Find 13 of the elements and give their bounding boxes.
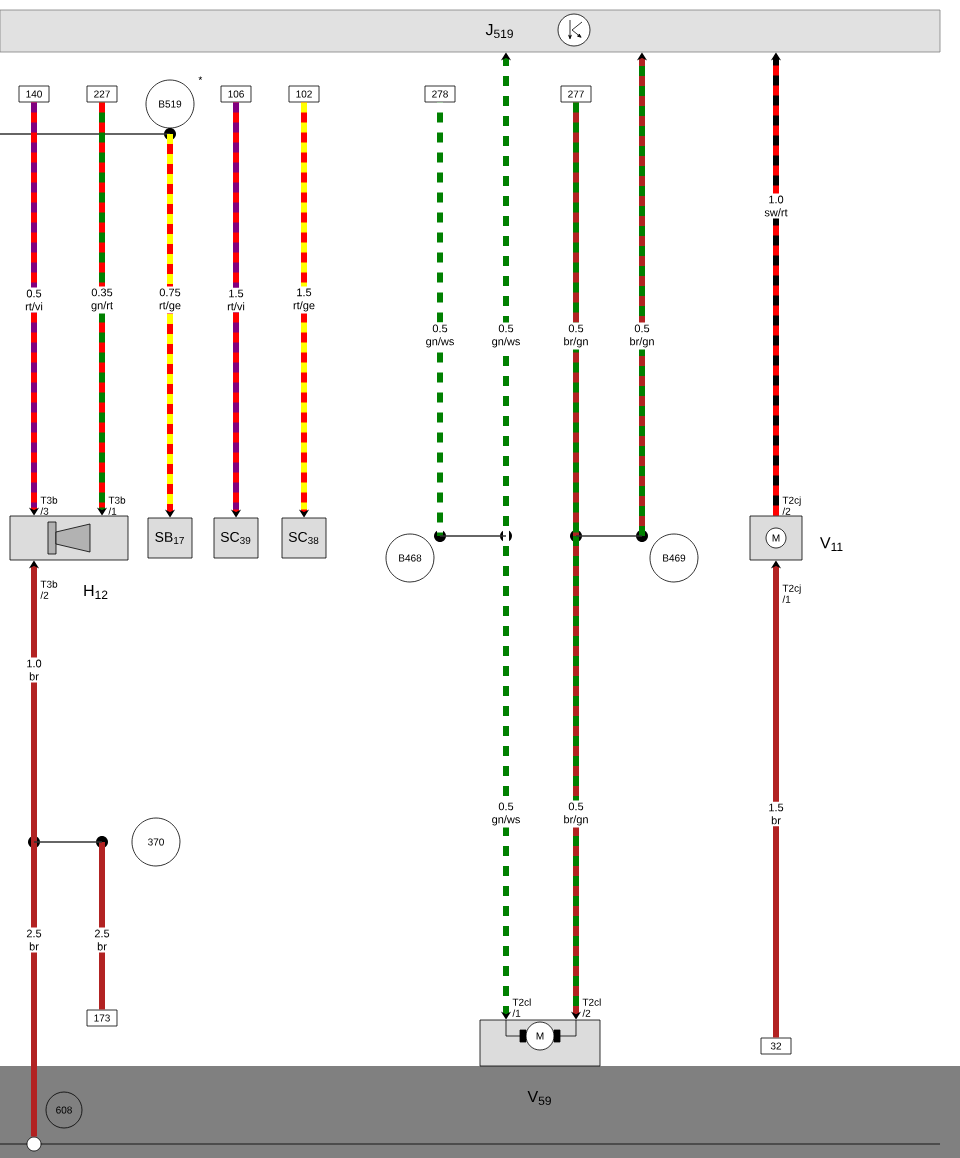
control-unit-bar: J$_{519}$: [0, 9, 941, 53]
ground-point: [26, 1136, 42, 1152]
node-label: V$_{59}$: [527, 1091, 551, 1106]
wire: [573, 102, 579, 536]
connector-line: [575, 535, 643, 537]
node-label: V$_{11}$: [820, 537, 843, 551]
wire: [437, 102, 443, 536]
node-label: H$_{12}$: [84, 585, 108, 599]
connector-line: [33, 841, 103, 843]
connector-line: [439, 535, 507, 537]
connector-line: [0, 133, 171, 135]
wire: [99, 842, 105, 1010]
wire: [31, 842, 37, 1137]
